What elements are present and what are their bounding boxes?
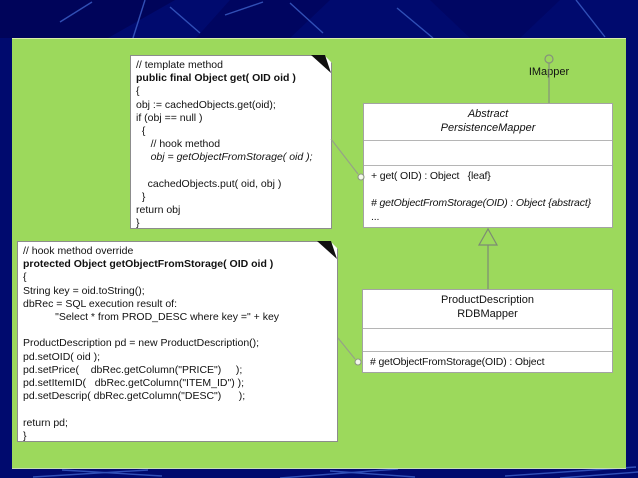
text-line: { (136, 125, 146, 138)
text-line: "Select * from PROD_DESC where key =" + … (23, 311, 280, 324)
text-line: + get( OID) : Object {leaf} (371, 170, 491, 182)
class-name-line: RDBMapper (457, 307, 518, 320)
text-line: ... (371, 210, 380, 223)
text-line: return obj (136, 204, 181, 217)
class-name-line: Abstract (467, 108, 509, 120)
text-line: pd.setPrice( dbRec.getColumn("PRICE") ); (23, 363, 243, 376)
text-line: return pd; (23, 416, 68, 429)
text-line: } (136, 217, 140, 229)
text-line: // hook method (136, 138, 221, 151)
text-line: String key = oid.toString(); (23, 284, 145, 297)
text-line: // template method (136, 59, 223, 71)
attributes-compartment (363, 328, 612, 351)
text-line (136, 165, 329, 178)
background-polygon (430, 0, 560, 38)
text-line: dbRec = SQL execution result of: (23, 297, 177, 310)
class-name-compartment: ProductDescription RDBMapper (363, 290, 612, 328)
class-abstract-persistence-mapper: Abstract PersistenceMapper + get( OID) :… (363, 103, 613, 228)
text-line: { (136, 85, 140, 98)
text-line (371, 184, 611, 198)
text-line: pd.setItemID( dbRec.getColumn("ITEM_ID")… (23, 377, 245, 390)
text-line: # getObjectFromStorage(OID) : Object (370, 356, 545, 368)
background-polygon (0, 0, 175, 38)
text-line: obj = getObjectFromStorage( oid ); (136, 151, 313, 164)
text-line: // hook method override (23, 245, 134, 257)
text-line: pd.setOID( oid ); (23, 350, 101, 363)
text-line: pd.setDescrip( dbRec.getColumn("DESC") )… (23, 390, 246, 403)
class-name-line: ProductDescription (441, 294, 534, 306)
text-line: public final Object get( OID oid ) (136, 72, 296, 85)
operations-compartment: # getObjectFromStorage(OID) : Object (363, 351, 612, 370)
attributes-compartment (364, 140, 612, 165)
class-product-description-rdb-mapper: ProductDescription RDBMapper # getObject… (362, 289, 613, 373)
text-line (23, 324, 335, 337)
operations-compartment: + get( OID) : Object {leaf} # getObjectFr… (364, 165, 612, 224)
text-line: } (23, 429, 27, 442)
text-line: protected Object getObjectFromStorage( O… (23, 258, 274, 271)
imapper-interface-label: IMapper (528, 66, 570, 78)
text-line: obj := cachedObjects.get(oid); (136, 98, 276, 111)
text-line: # getObjectFromStorage(OID) : Object {ab… (371, 197, 591, 210)
class-name-compartment: Abstract PersistenceMapper (364, 104, 612, 140)
text-line: } (136, 191, 146, 204)
class-name-line: PersistenceMapper (440, 121, 536, 134)
text-line (23, 403, 335, 416)
text-line: ProductDescription pd = new ProductDescr… (23, 337, 260, 350)
text-line: { (23, 271, 27, 284)
background-lines (32, 0, 638, 478)
text-line: cachedObjects.put( oid, obj ) (136, 177, 282, 190)
text-line: if (obj == null ) (136, 111, 203, 124)
